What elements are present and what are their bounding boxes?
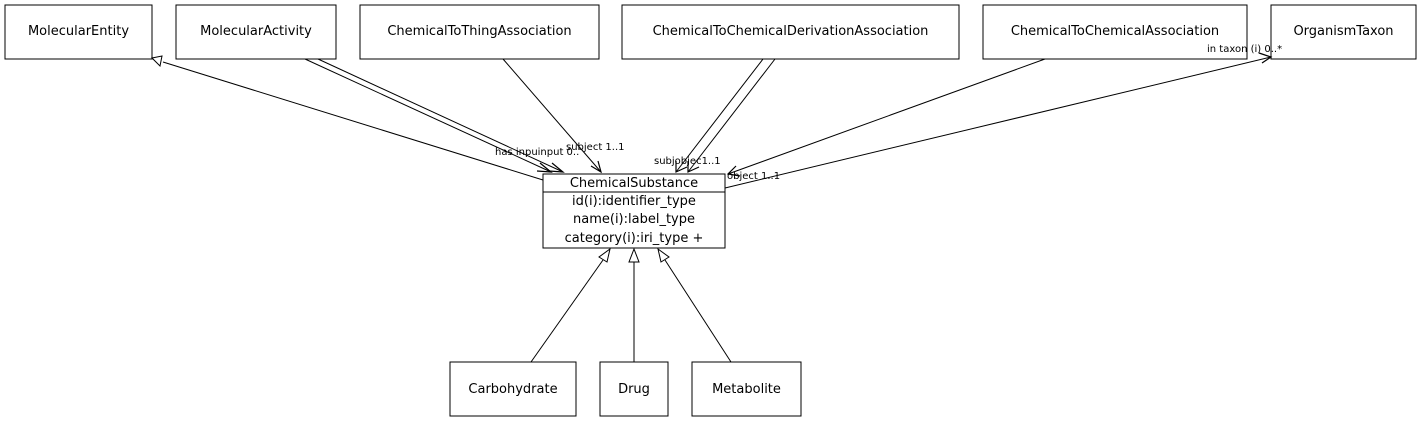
class-organism-taxon-label: OrganismTaxon [1293, 24, 1393, 39]
edge-label-subject-thing: subject 1..1 [566, 142, 625, 153]
class-carbohydrate[interactable]: Carbohydrate [449, 361, 577, 417]
class-molecular-entity[interactable]: MolecularEntity [4, 4, 153, 60]
edge-subject-thing-association [502, 58, 602, 174]
edge-is-a-metabolite [657, 247, 732, 363]
edge-subject-derivation-association [675, 58, 764, 173]
class-drug-label: Drug [618, 382, 650, 397]
class-chemical-to-chemical-association-label: ChemicalToChemicalAssociation [1011, 24, 1219, 39]
class-chemical-to-chemical-association[interactable]: ChemicalToChemicalAssociation [982, 4, 1248, 60]
class-drug[interactable]: Drug [599, 361, 669, 417]
class-chemical-to-thing-association-label: ChemicalToThingAssociation [387, 24, 571, 39]
attribute-category: category(i):iri_type + [565, 231, 704, 246]
class-molecular-entity-label: MolecularEntity [28, 24, 129, 39]
edge-label-in-taxon: in taxon (i) 0..* [1207, 44, 1282, 55]
edge-has-input [304, 58, 553, 173]
edge-is-a-drug [628, 247, 640, 362]
edge-has-output [317, 58, 565, 173]
class-molecular-activity[interactable]: MolecularActivity [175, 4, 337, 60]
edge-in-taxon [724, 52, 1273, 189]
class-chemical-substance-title: ChemicalSubstance [570, 176, 698, 191]
class-metabolite[interactable]: Metabolite [691, 361, 802, 417]
edge-label-object-association: object 1..1 [727, 171, 780, 182]
attribute-id: id(i):identifier_type [572, 194, 696, 209]
edge-is-a-carbohydrate [530, 247, 611, 363]
class-chemical-to-chemical-derivation-association-label: ChemicalToChemicalDerivationAssociation [653, 24, 929, 39]
class-organism-taxon[interactable]: OrganismTaxon [1270, 4, 1417, 60]
edge-label-has-input-output: has inpuinput 0.. [495, 147, 579, 158]
attribute-name: name(i):label_type [573, 212, 695, 227]
edge-label-subject-object-derivation: subjobjec1..1 [654, 156, 721, 167]
class-carbohydrate-label: Carbohydrate [468, 382, 557, 397]
class-molecular-activity-label: MolecularActivity [200, 24, 312, 39]
class-chemical-to-chemical-derivation-association[interactable]: ChemicalToChemicalDerivationAssociation [621, 4, 960, 60]
class-chemical-to-thing-association[interactable]: ChemicalToThingAssociation [359, 4, 600, 60]
edge-object-chemical-association [726, 58, 1046, 177]
edge-is-a-molecular-entity [150, 55, 544, 181]
edge-object-derivation-association [687, 58, 776, 173]
class-chemical-substance[interactable]: ChemicalSubstance id(i):identifier_type … [542, 173, 726, 249]
class-metabolite-label: Metabolite [712, 382, 781, 397]
